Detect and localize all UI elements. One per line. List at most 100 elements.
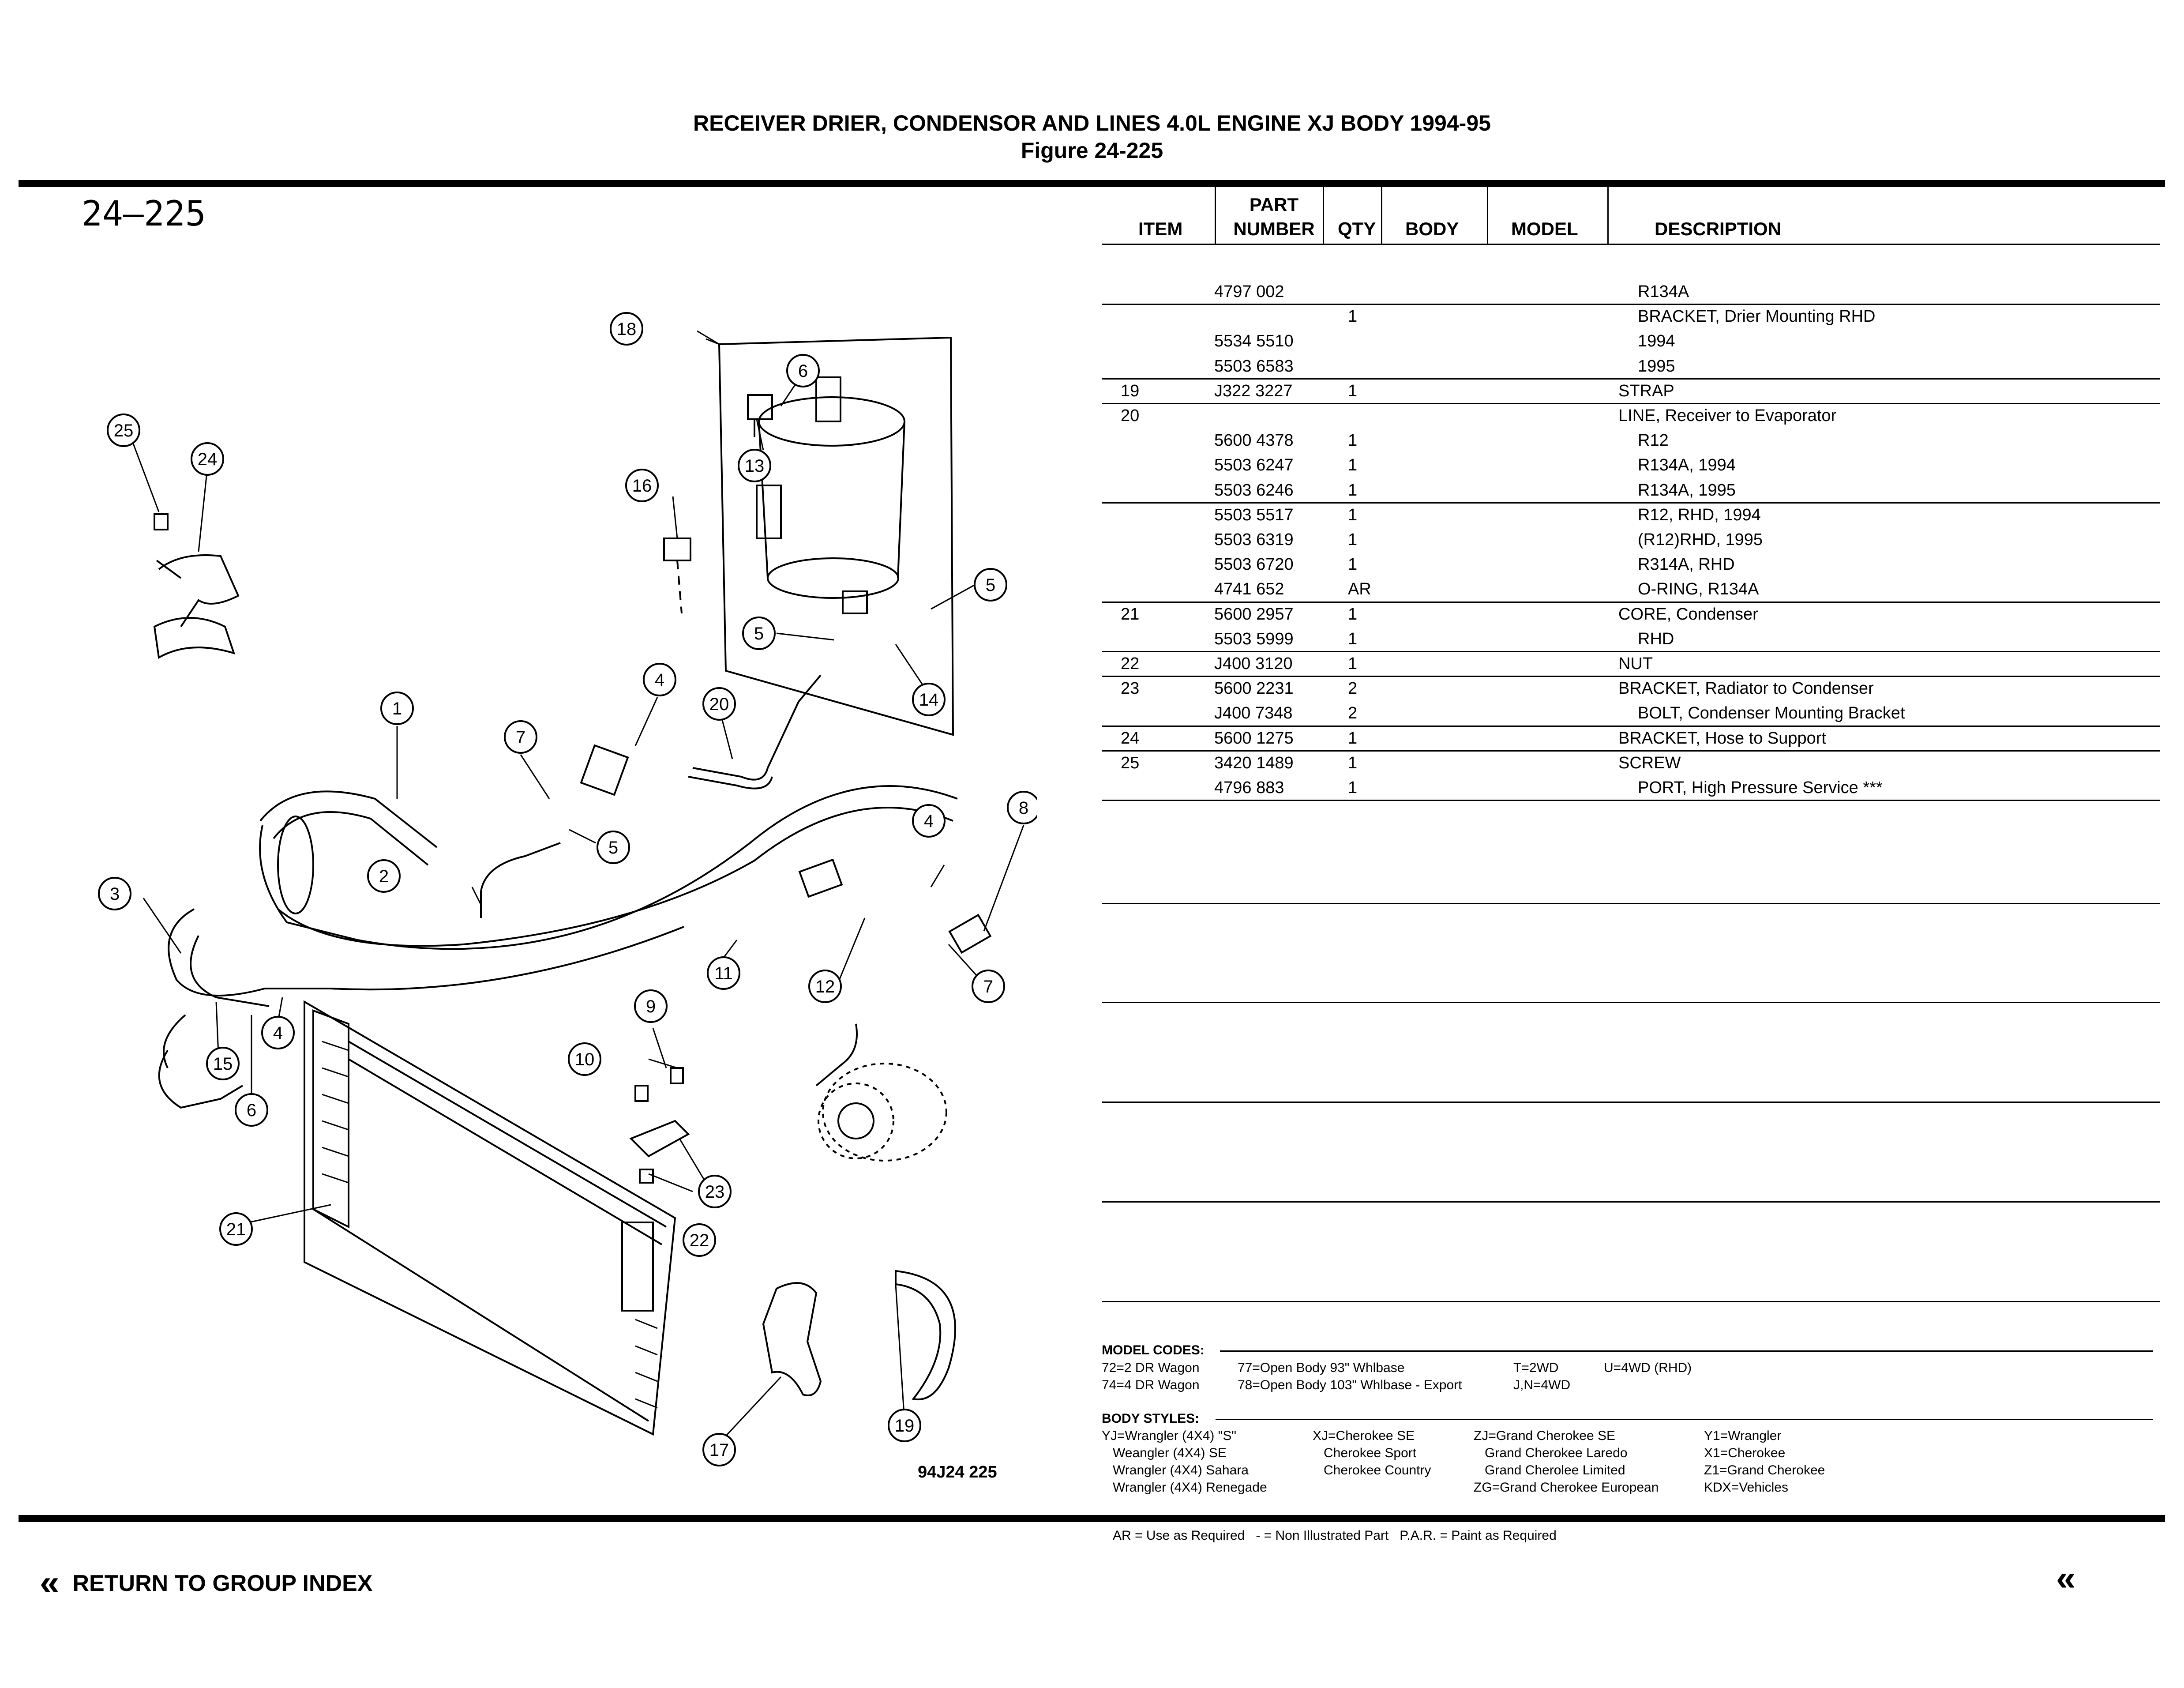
row-qty: 1 — [1348, 530, 1358, 549]
row-description: CORE, Condenser — [1618, 605, 1758, 624]
back-double-chevron-button[interactable]: « — [2056, 1558, 2076, 1598]
legend-text: AR = Use as Required - = Non Illustrated… — [1113, 1528, 1557, 1543]
callout-4-left — [261, 1016, 295, 1049]
callout-label: 5 — [754, 624, 764, 643]
row-part-number: 5600 1275 — [1214, 729, 1294, 748]
row-part-number: 5600 2957 — [1214, 605, 1294, 624]
row-part-number: 5503 6720 — [1214, 555, 1294, 574]
callout-label: 15 — [213, 1054, 233, 1074]
body-style-entry: YJ=Wrangler (4X4) "S" — [1102, 1429, 1237, 1443]
body-style-entry: Weangler (4X4) SE — [1102, 1446, 1227, 1460]
row-part-number: 5503 6319 — [1214, 530, 1294, 549]
header-body: BODY — [1405, 218, 1459, 239]
row-part-number: J400 3120 — [1214, 654, 1293, 673]
callout-5-lower — [597, 831, 630, 864]
row-description: 1995 — [1638, 357, 1675, 376]
row-description: 1994 — [1638, 332, 1675, 351]
callout-label: 10 — [575, 1050, 595, 1069]
body-style-entry: Grand Cherolee Limited — [1474, 1463, 1625, 1477]
callout-label: 19 — [895, 1416, 915, 1436]
model-code: 74=4 DR Wagon — [1102, 1378, 1200, 1392]
row-item: 19 — [1121, 381, 1140, 400]
row-part-number: J322 3227 — [1214, 381, 1293, 400]
drier-panel-outline — [718, 336, 954, 736]
callout-18 — [610, 312, 643, 346]
row-separator — [1102, 502, 2160, 504]
callout-7-right — [972, 970, 1005, 1003]
row-description: SCREW — [1618, 753, 1681, 772]
muffler — [277, 816, 314, 914]
body-style-entry: Z1=Grand Cherokee — [1704, 1463, 1825, 1477]
row-description: LINE, Receiver to Evaporator — [1618, 406, 1837, 425]
callout-label: 4 — [655, 670, 664, 690]
callout-label: 7 — [516, 728, 525, 747]
row-separator — [1102, 651, 2160, 652]
model-code: 78=Open Body 103" Whlbase - Export — [1238, 1378, 1462, 1392]
callout-19 — [888, 1409, 921, 1442]
row-qty: AR — [1348, 580, 1371, 599]
row-item: 22 — [1121, 654, 1140, 673]
row-part-number: 5503 5517 — [1214, 505, 1294, 524]
row-description: (R12)RHD, 1995 — [1638, 530, 1763, 549]
body-styles-label: BODY STYLES: — [1102, 1411, 1200, 1426]
callout-6-left — [235, 1093, 268, 1127]
row-description: O-RING, R134A — [1638, 580, 1759, 599]
row-part-number: 4796 883 — [1214, 778, 1284, 797]
callout-16 — [625, 469, 659, 502]
row-part-number: 3420 1489 — [1214, 753, 1294, 772]
callout-20 — [702, 687, 736, 721]
row-description: BRACKET, Radiator to Condenser — [1618, 679, 1874, 698]
row-separator — [1102, 725, 2160, 727]
row-qty: 1 — [1348, 753, 1358, 772]
row-description: BOLT, Condenser Mounting Bracket — [1638, 704, 1905, 723]
callout-22 — [683, 1223, 716, 1257]
header-rule — [1102, 244, 2160, 245]
return-to-group-index-link[interactable]: «RETURN TO GROUP INDEX — [40, 1562, 372, 1603]
row-qty: 1 — [1348, 307, 1358, 326]
callout-label: 4 — [273, 1023, 283, 1043]
row-description: NUT — [1618, 654, 1653, 673]
row-qty: 1 — [1348, 456, 1358, 475]
model-codes-label: MODEL CODES: — [1102, 1343, 1205, 1357]
callout-1 — [380, 692, 414, 725]
callout-10 — [568, 1042, 601, 1076]
row-description: STRAP — [1618, 381, 1674, 400]
row-description: RHD — [1638, 629, 1674, 648]
row-qty: 1 — [1348, 629, 1358, 648]
row-qty: 1 — [1348, 381, 1358, 400]
row-part-number: 5503 6583 — [1214, 357, 1294, 376]
row-part-number: 5503 5999 — [1214, 629, 1294, 648]
callout-label: 21 — [226, 1220, 246, 1239]
row-separator — [1102, 676, 2160, 677]
callout-7-top — [504, 720, 537, 754]
callout-5-mid — [742, 617, 776, 650]
callout-23 — [698, 1175, 732, 1208]
row-separator — [1102, 403, 2160, 404]
callout-label: 9 — [646, 997, 656, 1016]
body-style-entry: XJ=Cherokee SE — [1313, 1429, 1415, 1443]
callout-label: 8 — [1019, 798, 1028, 818]
callout-4-top — [643, 663, 676, 696]
callout-label: 12 — [815, 977, 835, 996]
body-style-entry: ZJ=Grand Cherokee SE — [1474, 1429, 1615, 1443]
drier-cap — [815, 376, 841, 422]
header-item: ITEM — [1138, 218, 1183, 239]
callout-5-right — [974, 568, 1007, 602]
page-title: RECEIVER DRIER, CONDENSOR AND LINES 4.0L… — [693, 111, 1491, 135]
model-code: U=4WD (RHD) — [1604, 1361, 1692, 1375]
row-description: R134A, 1994 — [1638, 456, 1736, 475]
callout-11 — [707, 956, 740, 990]
row-qty: 1 — [1348, 654, 1358, 673]
row-description: PORT, High Pressure Service *** — [1638, 778, 1883, 797]
callout-17 — [702, 1433, 736, 1466]
figure-caption: Figure 24-225 — [1021, 138, 1163, 163]
row-description: BRACKET, Hose to Support — [1618, 729, 1826, 748]
row-separator — [1102, 800, 2160, 801]
callout-label: 23 — [705, 1182, 725, 1202]
callout-label: 4 — [924, 812, 934, 831]
callout-9 — [634, 989, 668, 1023]
row-description: R12, RHD, 1994 — [1638, 505, 1761, 524]
callout-label: 6 — [247, 1101, 256, 1120]
callout-21 — [219, 1212, 253, 1246]
